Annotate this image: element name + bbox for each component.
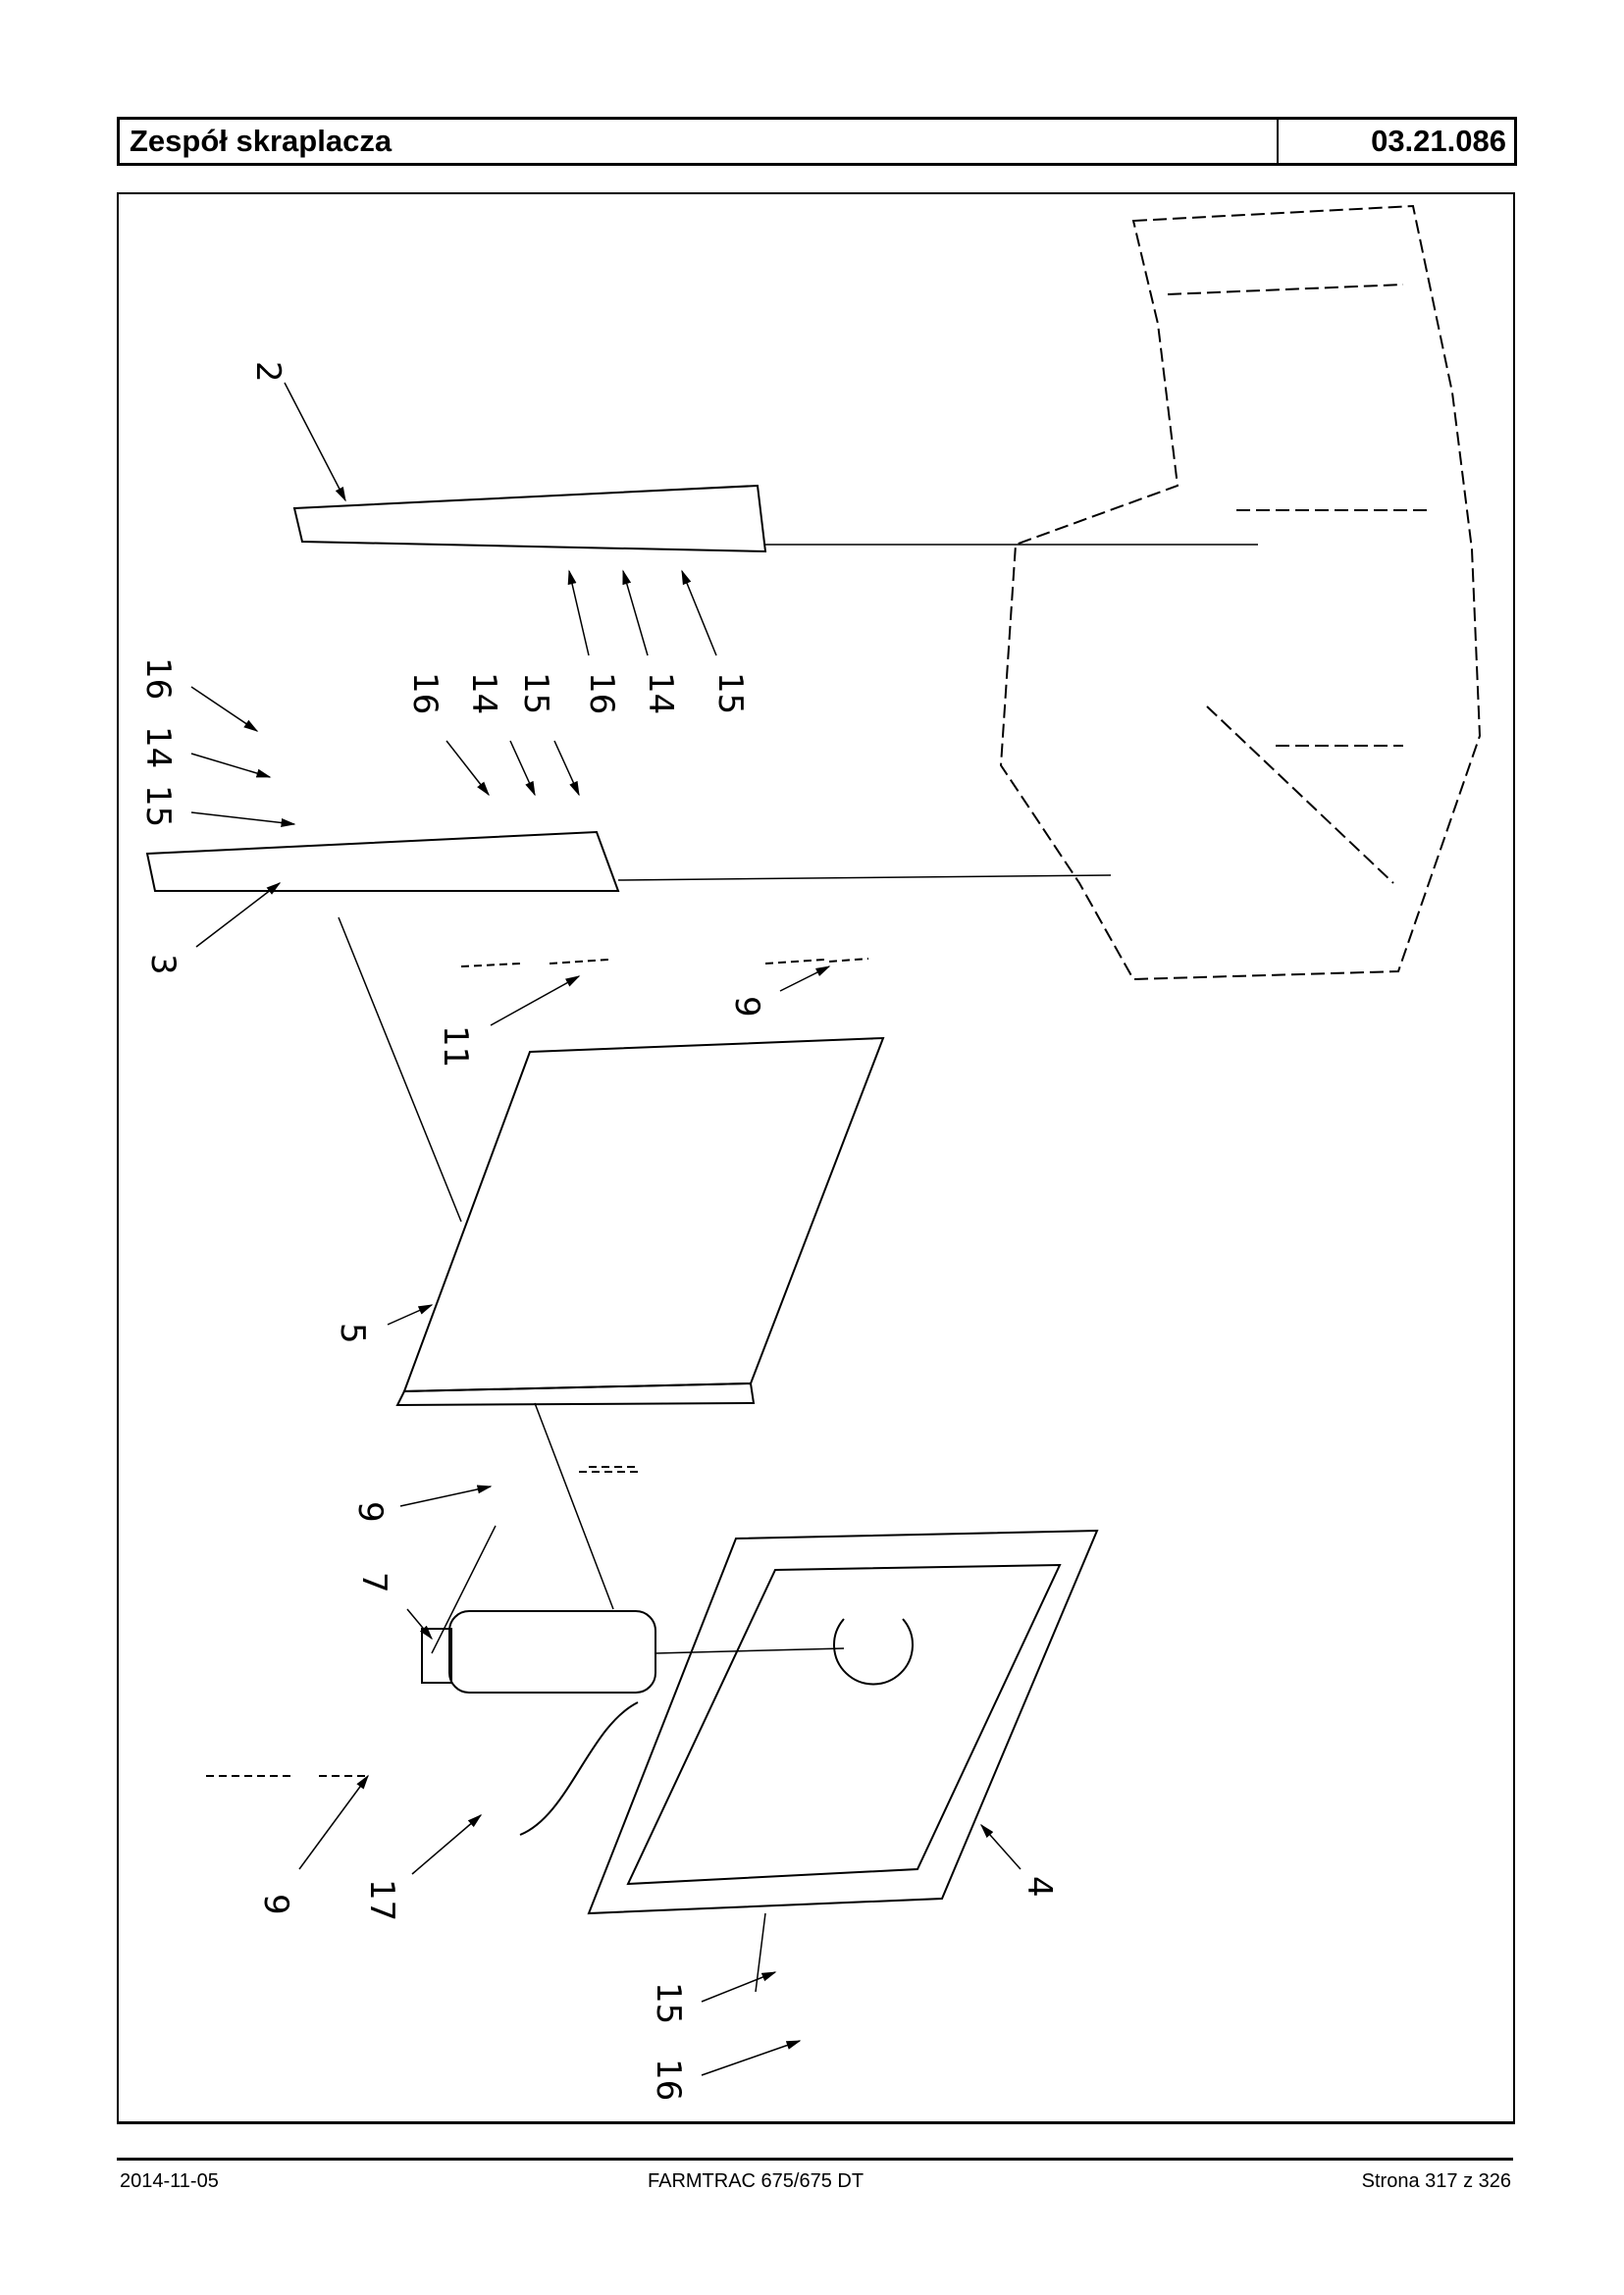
callout-16: 16 bbox=[138, 657, 178, 700]
callout-16: 16 bbox=[649, 2059, 688, 2101]
exploded-diagram-frame bbox=[117, 192, 1515, 2124]
callout-14: 14 bbox=[464, 672, 503, 714]
footer-page-number: Strona 317 z 326 bbox=[1361, 2170, 1511, 2192]
callout-15: 15 bbox=[516, 672, 555, 714]
footer-rule bbox=[117, 2158, 1513, 2161]
callout-16: 16 bbox=[405, 672, 445, 714]
callout-labels: 2 16 14 15 3 16 14 15 16 14 15 11 9 5 9 … bbox=[138, 361, 1059, 2101]
callout-3: 3 bbox=[143, 954, 183, 975]
callout-5: 5 bbox=[333, 1323, 372, 1344]
page-title: Zespół skraplacza bbox=[120, 120, 1279, 163]
section-code: 03.21.086 bbox=[1371, 124, 1506, 158]
callout-15: 15 bbox=[710, 672, 750, 714]
callout-2: 2 bbox=[248, 361, 288, 383]
callout-4: 4 bbox=[1020, 1876, 1059, 1898]
bracket-2 bbox=[292, 484, 767, 553]
tractor-frame-outline bbox=[999, 204, 1482, 981]
callout-14: 14 bbox=[641, 672, 680, 714]
callout-17: 17 bbox=[362, 1879, 401, 1921]
page-header: Zespół skraplacza 03.21.086 bbox=[117, 117, 1517, 166]
footer-model: FARMTRAC 675/675 DT bbox=[648, 2170, 864, 2192]
callout-9: 9 bbox=[727, 996, 766, 1017]
callout-9: 9 bbox=[350, 1501, 390, 1523]
callout-16: 16 bbox=[582, 672, 621, 714]
callout-9: 9 bbox=[256, 1894, 295, 1915]
callout-7: 7 bbox=[354, 1572, 393, 1593]
callout-15: 15 bbox=[649, 1982, 688, 2024]
condenser-5 bbox=[402, 1036, 885, 1393]
callout-14: 14 bbox=[138, 726, 178, 768]
frame-4 bbox=[587, 1529, 1099, 1915]
bracket-3 bbox=[145, 830, 620, 892]
callout-11: 11 bbox=[436, 1025, 475, 1068]
drier-7 bbox=[448, 1610, 656, 1694]
callout-15: 15 bbox=[138, 785, 178, 827]
footer-date: 2014-11-05 bbox=[120, 2170, 219, 2192]
